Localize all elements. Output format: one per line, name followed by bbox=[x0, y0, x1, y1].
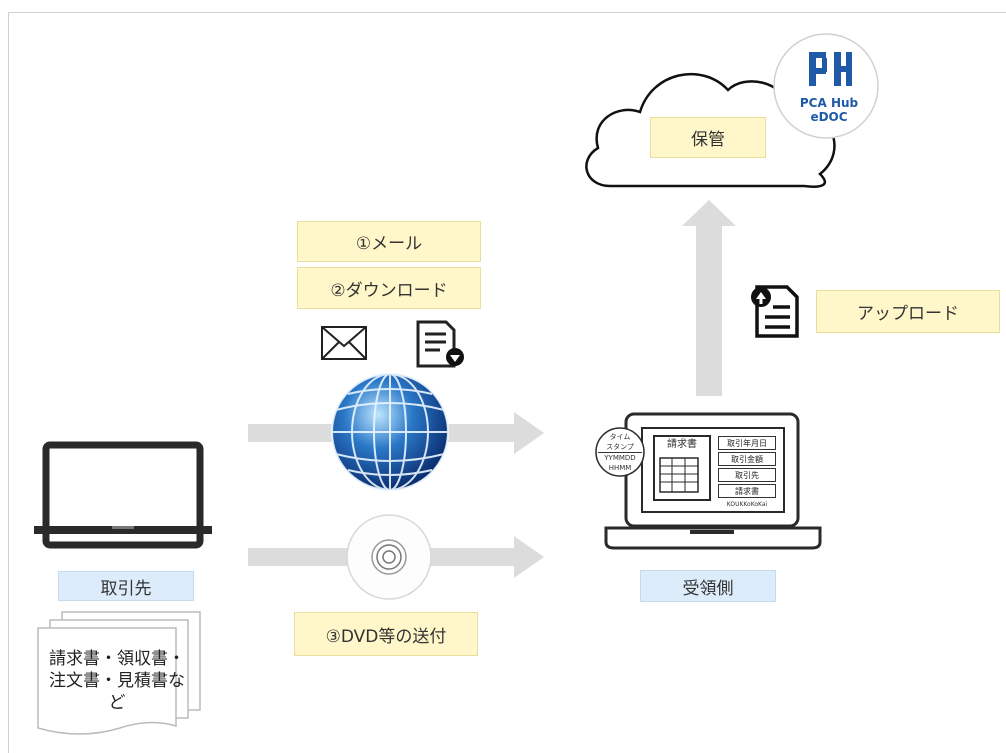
globe-icon bbox=[331, 373, 449, 491]
client-laptop-icon bbox=[34, 441, 212, 549]
stamp-line1: タイム bbox=[609, 433, 631, 441]
invoice-title: 請求書 bbox=[667, 439, 697, 450]
download-document-icon bbox=[416, 320, 464, 368]
stamp-line3: YYMMDD bbox=[598, 452, 642, 463]
stamp-line2: スタンプ bbox=[606, 443, 634, 451]
storage-label: 保管 bbox=[650, 117, 766, 158]
invoice-field-type: 請求書 bbox=[718, 484, 776, 498]
diagram-frame bbox=[8, 12, 1006, 753]
documents-stack-icon bbox=[37, 611, 201, 735]
upload-arrow bbox=[682, 200, 736, 396]
upload-label: アップロード bbox=[816, 290, 1000, 333]
invoice-field-partner: 取引先 bbox=[718, 468, 776, 482]
stamp-line4: HHMM bbox=[608, 464, 632, 472]
logo-line1: PCA Hub bbox=[799, 96, 859, 110]
receiver-laptop-icon bbox=[595, 412, 822, 550]
client-label: 取引先 bbox=[58, 571, 194, 601]
documents-text: 請求書・領収書・注文書・見積書など bbox=[49, 649, 185, 713]
receiver-label: 受領側 bbox=[640, 570, 776, 602]
dvd-label: ③DVD等の送付 bbox=[294, 612, 478, 656]
invoice-footer: KOUKKoKoKai bbox=[726, 501, 768, 508]
logo-line2: eDOC bbox=[810, 110, 848, 124]
download-label: ②ダウンロード bbox=[297, 267, 481, 309]
upload-document-icon bbox=[751, 285, 799, 338]
invoice-field-amount: 取引金額 bbox=[718, 452, 776, 466]
mail-label: ①メール bbox=[297, 221, 481, 262]
pca-hub-logo-mark bbox=[809, 52, 852, 86]
mail-icon bbox=[321, 326, 367, 360]
pca-hub-logo-text: PCA Hub eDOC bbox=[784, 96, 874, 124]
invoice-field-date: 取引年月日 bbox=[718, 436, 776, 450]
dvd-disc-icon bbox=[346, 514, 432, 600]
timestamp-text: タイム スタンプ YYMMDD HHMM bbox=[598, 432, 642, 473]
